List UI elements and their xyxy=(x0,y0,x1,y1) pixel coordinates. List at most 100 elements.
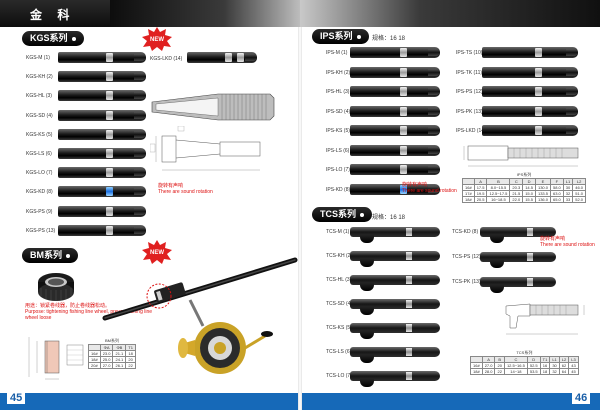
seat-ring xyxy=(535,106,542,116)
product-label: KGS-KS (5) xyxy=(26,131,53,138)
table-cell: 28.0 xyxy=(481,368,496,375)
table-cell: 12.5~16.5 xyxy=(503,362,528,369)
seat-body xyxy=(350,144,440,156)
seat-body xyxy=(482,66,578,78)
header-bar-right xyxy=(300,0,600,27)
seat-body xyxy=(58,224,146,236)
trigger-seat-image xyxy=(350,249,440,267)
table-cell: 18 xyxy=(539,368,551,375)
ips-rotation-note: 旋转有声响 There are sound rotation xyxy=(402,182,457,194)
product-label: TCS-LO (7) xyxy=(326,373,352,379)
bm-series-tag: BM系列 xyxy=(22,248,78,263)
seat-nose xyxy=(428,146,440,154)
trigger-seat-image xyxy=(350,345,440,363)
bm-technical-drawing xyxy=(28,337,84,380)
product-label: IPS-LO (7) xyxy=(326,167,350,173)
seat-ring xyxy=(106,225,113,235)
trigger-seat-image xyxy=(480,225,556,243)
seat-ring xyxy=(400,87,407,96)
seat-nose xyxy=(566,68,578,76)
seat-ring xyxy=(106,149,113,158)
product-label: TCS-PS (12) xyxy=(452,254,481,260)
trigger-hook xyxy=(360,259,374,267)
seat-body xyxy=(350,164,440,175)
seat-body xyxy=(480,227,556,237)
trigger-seat-image xyxy=(350,225,440,243)
seat-ring xyxy=(406,324,412,332)
seat-body xyxy=(350,66,440,78)
fishing-reel-illustration xyxy=(102,257,298,374)
bm-ring-image xyxy=(38,273,74,301)
reel-seat-image xyxy=(58,90,146,102)
seat-body xyxy=(350,371,440,381)
trigger-hook xyxy=(360,379,374,387)
tcs-series-label: TCS系列 xyxy=(320,209,357,219)
trigger-hook xyxy=(490,285,504,293)
product-label: TCS-SD (4) xyxy=(326,301,353,307)
new-badge-icon: NEW xyxy=(142,27,172,51)
reel-seat-image xyxy=(58,167,146,179)
seat-nose xyxy=(428,107,440,115)
reel-seat-image xyxy=(350,183,440,195)
table-cell: 52.0 xyxy=(572,196,587,203)
product-label: IPS-LS (6) xyxy=(326,147,350,154)
reel-seat-image xyxy=(350,125,440,136)
seat-body xyxy=(350,227,440,237)
bm-table-title: BM系列 xyxy=(104,338,119,343)
bm-series-label: BM系列 xyxy=(30,250,62,260)
product-label: IPS-PS (12) xyxy=(456,89,483,95)
footer-bar-left xyxy=(0,393,298,410)
product-label: TCS-KS (5) xyxy=(326,325,352,331)
seat-nose xyxy=(134,54,146,61)
seat-body xyxy=(350,183,440,195)
seat-nose xyxy=(428,127,440,134)
seat-ring xyxy=(535,126,542,135)
seat-ring xyxy=(527,278,533,286)
product-label: KGS-LO (7) xyxy=(26,170,53,177)
reel-seat-image xyxy=(482,86,578,97)
table-cell: 64 xyxy=(558,368,570,375)
reel-seat-image xyxy=(350,105,440,117)
table-cell: 26.1 xyxy=(112,362,127,369)
seat-body xyxy=(58,205,146,217)
seat-nose xyxy=(134,226,146,234)
kgs-rotation-note: 旋转有声响 There are sound rotation xyxy=(158,183,213,195)
seat-body xyxy=(482,47,578,58)
reel-seat-image xyxy=(350,66,440,78)
seat-body xyxy=(350,86,440,97)
seat-ring xyxy=(527,253,533,261)
seat-ring xyxy=(406,228,412,236)
product-label: IPS-KH (2) xyxy=(326,69,351,76)
new-badge-text: NEW xyxy=(150,37,164,43)
reel-seat-image xyxy=(58,224,146,236)
seat-ring xyxy=(535,67,542,77)
page-spine xyxy=(298,27,302,410)
seat-ring xyxy=(406,276,412,284)
seat-ring xyxy=(406,300,412,308)
reel-seat-image xyxy=(350,47,440,58)
table-cell: 136.0 xyxy=(534,196,552,203)
table-cell: 12.5~17.5 xyxy=(486,190,511,197)
seat-nose xyxy=(134,150,146,157)
seat-ring xyxy=(106,187,113,197)
trigger-hook xyxy=(360,355,374,363)
seat-ring xyxy=(106,91,113,101)
seat-body xyxy=(350,47,440,58)
seat-body xyxy=(350,299,440,309)
table-cell: 22.0 xyxy=(509,196,524,203)
product-label: KGS-PS (13) xyxy=(26,227,56,234)
seat-ring xyxy=(406,372,412,380)
table-cell: 20.5 xyxy=(473,196,488,203)
ips-technical-drawing xyxy=(463,145,579,167)
product-label: IPS-TK (11) xyxy=(456,69,483,76)
trigger-hook xyxy=(360,307,374,315)
kgs-rotation-cn: 旋转有声响 xyxy=(158,183,184,189)
product-label: TCS-HL (3) xyxy=(326,277,352,283)
seat-ring xyxy=(106,206,113,216)
product-label: IPS-KS (5) xyxy=(326,128,350,134)
